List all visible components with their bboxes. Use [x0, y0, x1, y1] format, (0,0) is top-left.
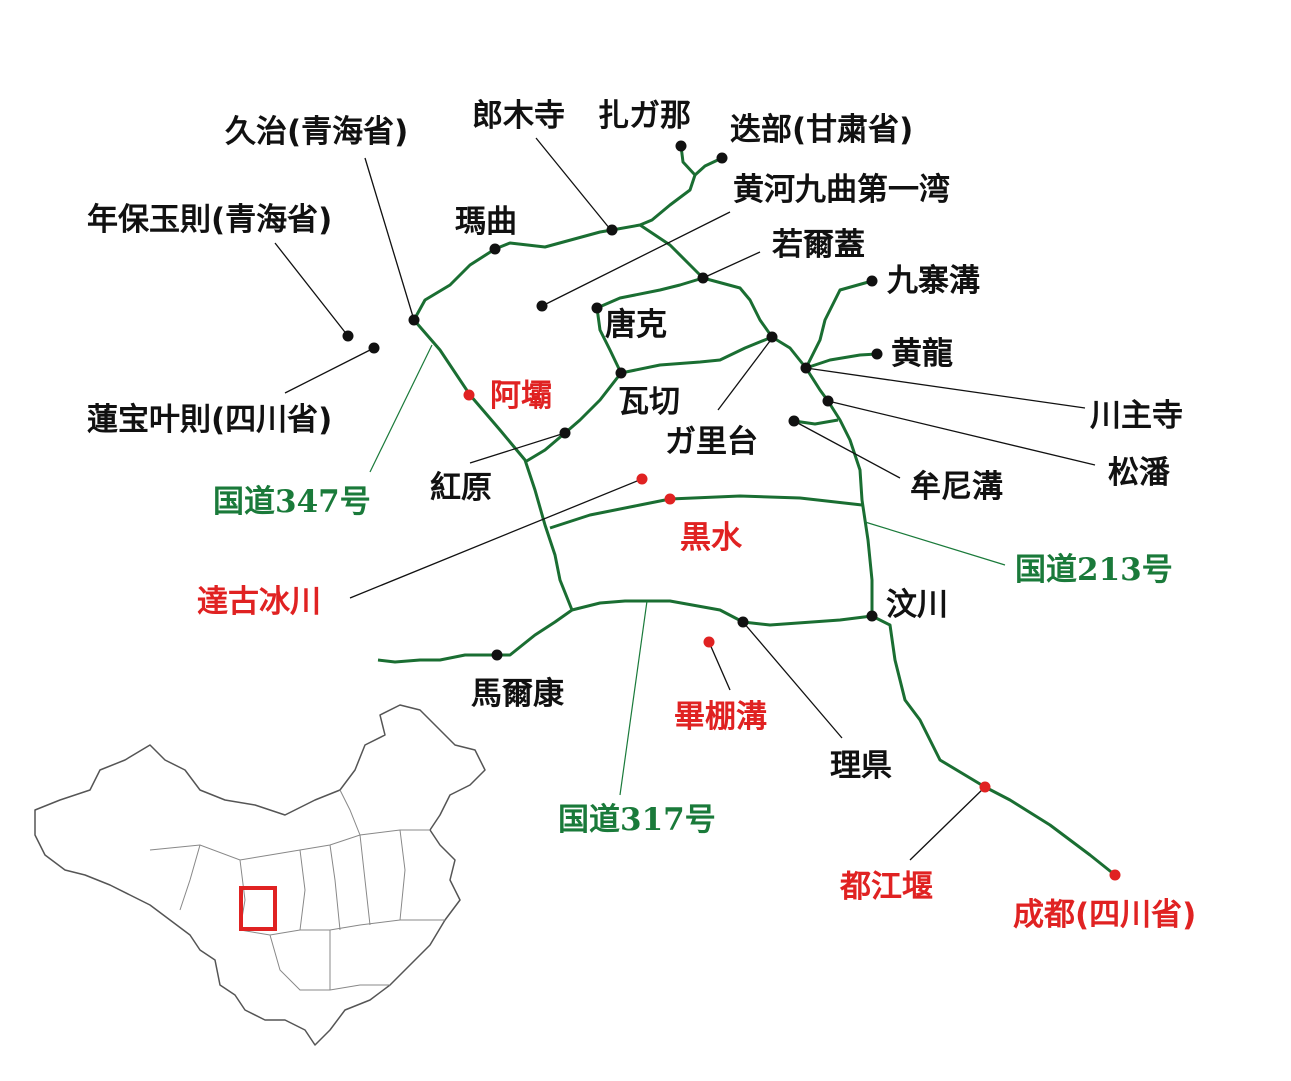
- label-wenchuan: 汶川: [886, 587, 948, 623]
- label-dujiangyan: 都江堰: [839, 869, 933, 905]
- region-highlight-box: [239, 886, 277, 931]
- china-inset-map: [34, 704, 486, 1046]
- road-jiuzhaigou: [804, 279, 873, 369]
- road-g317: [571, 599, 873, 627]
- label-chengdu: 成都(四川省): [1013, 897, 1196, 933]
- place-labels: 久治(青海省) 郎木寺 扎ガ那 迭部(甘粛省) 年保玉則(青海省) 瑪曲 黄河九…: [87, 98, 1196, 933]
- label-lianbao: 蓮宝叶則(四川省): [87, 402, 332, 438]
- road-tangke-loop: [595, 276, 773, 375]
- road-diebu: [693, 156, 723, 177]
- label-g347: 国道347号: [213, 484, 371, 520]
- label-maerkang: 馬爾康: [471, 676, 565, 712]
- label-jiuzhaigou: 九寨溝: [887, 263, 980, 299]
- label-g213: 国道213号: [1015, 552, 1173, 588]
- label-aba: 阿壩: [490, 378, 552, 414]
- label-maqu: 瑪曲: [455, 204, 517, 240]
- road-mounigou: [793, 418, 839, 426]
- label-lixian: 理県: [830, 748, 892, 784]
- label-heishui: 黒水: [680, 520, 743, 556]
- label-huanglong: 黄龍: [891, 336, 953, 372]
- label-diebu: 迭部(甘粛省): [730, 112, 913, 148]
- label-jiuzhi: 久治(青海省): [225, 114, 408, 150]
- label-bipenggou: 畢棚溝: [674, 699, 767, 735]
- province-borders: [149, 789, 445, 991]
- roads: [377, 145, 1116, 877]
- label-songpan: 松潘: [1108, 455, 1170, 491]
- leader-lines: [274, 137, 1096, 861]
- label-huanghe: 黄河九曲第一湾: [733, 172, 950, 208]
- label-hongyuan: 紅原: [430, 470, 492, 506]
- label-waqie: 瓦切: [618, 384, 680, 420]
- place-markers: [342, 140, 883, 661]
- road-north: [412, 145, 697, 321]
- label-dagu: 達古冰川: [197, 584, 321, 620]
- road-g213: [639, 223, 1116, 877]
- label-nianbao: 年保玉則(青海省): [87, 202, 332, 238]
- highlight-markers: [463, 389, 1121, 881]
- label-ruoergai: 若爾蓋: [772, 227, 865, 263]
- label-zhagana: 扎ガ那: [598, 98, 691, 134]
- china-outline: [34, 704, 486, 1046]
- label-chuanzhusi: 川主寺: [1090, 398, 1183, 434]
- label-galitai: ガ里台: [665, 424, 758, 460]
- label-g317: 国道317号: [558, 802, 716, 838]
- road-huanglong: [805, 352, 878, 370]
- label-mounigou: 牟尼溝: [910, 469, 1003, 505]
- label-langmusi: 郎木寺: [472, 98, 565, 134]
- label-tangke: 唐克: [605, 307, 667, 343]
- road-hongyuan: [524, 372, 623, 464]
